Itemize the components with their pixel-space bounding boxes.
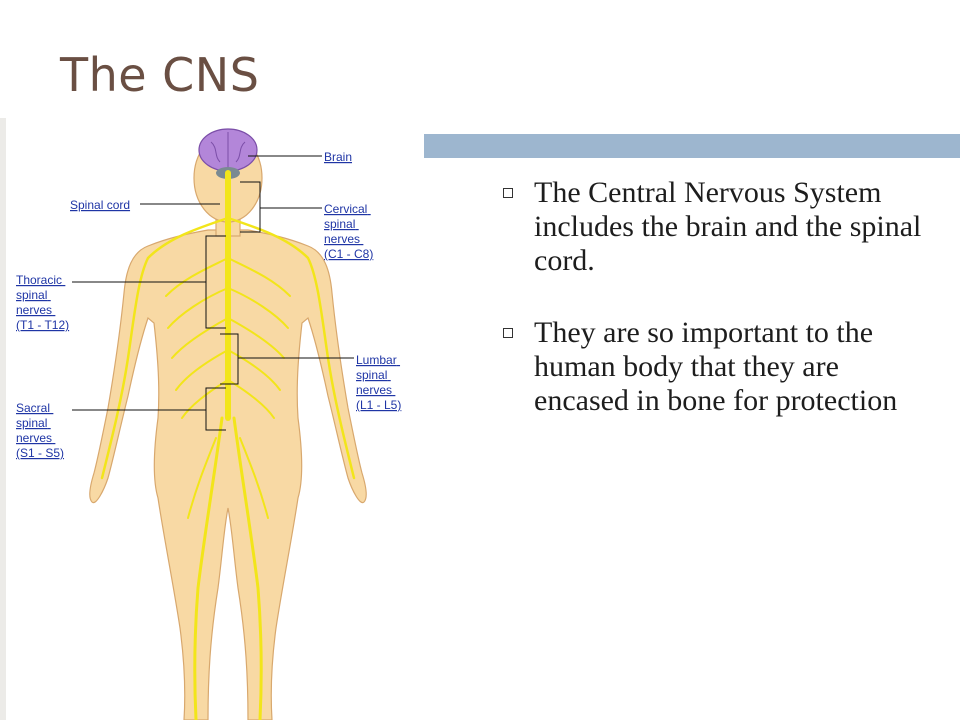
label-cervical-line: (C1 - C8): [324, 247, 373, 261]
label-cervical: Cervical spinal nerves (C1 - C8): [324, 202, 373, 261]
label-sacral-line: (S1 - S5): [16, 446, 64, 460]
brain-shape: [198, 128, 258, 179]
label-lines: [72, 155, 354, 431]
label-thoracic-line: spinal: [16, 288, 47, 302]
label-thoracic-line: Thoracic: [16, 273, 62, 287]
nervous-system-diagram: Brain Spinal cord Cervical spinal nerves…: [8, 118, 424, 720]
bullet-item: The Central Nervous System includes the …: [500, 176, 940, 278]
bullet-item: They are so important to the human body …: [500, 316, 940, 418]
slide-title: The CNS: [60, 48, 260, 102]
square-bullet-icon: [503, 188, 513, 198]
nerve-network: [100, 170, 356, 720]
label-sacral-line: spinal: [16, 416, 47, 430]
left-edge-bar: [0, 118, 6, 720]
label-thoracic: Thoracic spinal nerves (T1 - T12): [16, 273, 69, 332]
label-sacral-line: Sacral: [16, 401, 50, 415]
label-lumbar: Lumbar spinal nerves (L1 - L5): [356, 353, 401, 412]
label-thoracic-line: (T1 - T12): [16, 318, 69, 332]
accent-bar: [424, 134, 960, 158]
bullet-text: They are so important to the human body …: [534, 316, 898, 417]
bullet-list: The Central Nervous System includes the …: [500, 176, 940, 456]
label-sacral: Sacral spinal nerves (S1 - S5): [16, 401, 64, 460]
label-lumbar-line: nerves: [356, 383, 392, 397]
label-brain: Brain: [324, 150, 352, 164]
bullet-text: The Central Nervous System includes the …: [534, 176, 922, 277]
label-lumbar-line: spinal: [356, 368, 387, 382]
label-spinal-cord: Spinal cord: [70, 198, 130, 212]
label-sacral-line: nerves: [16, 431, 52, 445]
label-lumbar-line: (L1 - L5): [356, 398, 401, 412]
label-cervical-line: nerves: [324, 232, 360, 246]
label-cervical-line: Cervical: [324, 202, 367, 216]
square-bullet-icon: [503, 328, 513, 338]
label-thoracic-line: nerves: [16, 303, 52, 317]
label-lumbar-line: Lumbar: [356, 353, 397, 367]
label-cervical-line: spinal: [324, 217, 355, 231]
